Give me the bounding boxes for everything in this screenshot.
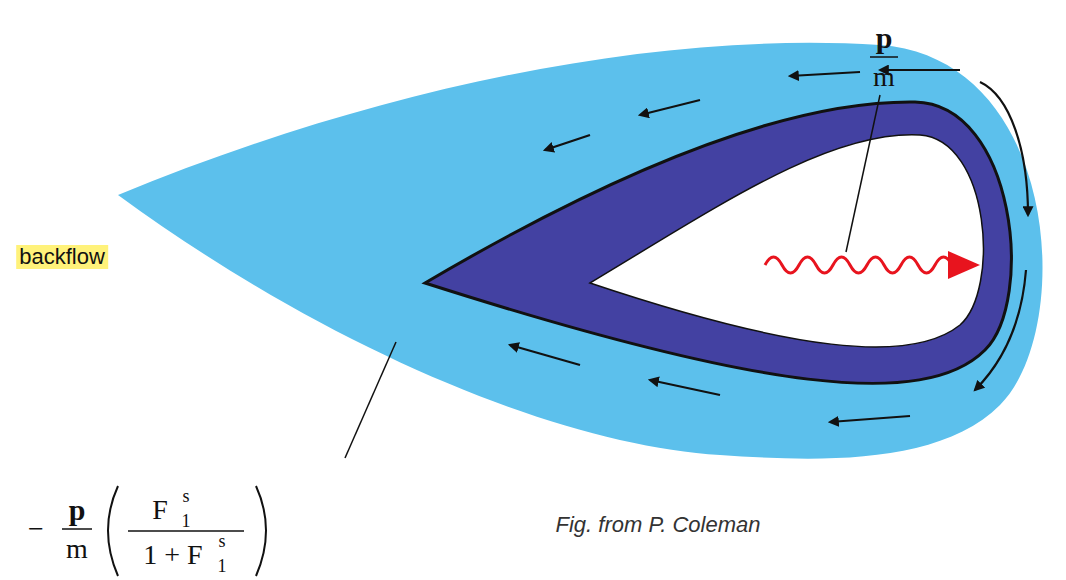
fraction-bar	[128, 530, 244, 532]
quasiparticle-cloud	[425, 102, 1011, 383]
fraction-bar	[870, 56, 898, 58]
figure-caption: Fig. from P. Coleman	[555, 514, 760, 536]
flow-arrow	[510, 345, 580, 365]
quasiparticle-core	[590, 135, 983, 347]
wavy-arrow	[765, 257, 952, 273]
backflow-region	[118, 43, 1043, 459]
landau-parameter: F	[152, 496, 168, 524]
minus-sign: −	[28, 515, 44, 543]
subscript: 1	[182, 512, 191, 530]
leader-line	[345, 342, 396, 458]
parenthesis	[256, 486, 266, 576]
flow-arrow	[650, 380, 720, 395]
wavy-arrow-head	[948, 251, 980, 279]
flow-arrow	[790, 72, 860, 76]
subscript: 1	[218, 557, 227, 575]
denominator: 1 + F	[143, 541, 202, 569]
flow-arrow	[975, 270, 1026, 390]
superscript: s	[218, 532, 225, 550]
parenthesis	[108, 486, 118, 576]
backflow-label: backflow	[16, 245, 108, 269]
momentum-symbol: p	[876, 23, 893, 53]
momentum-symbol: p	[69, 495, 86, 525]
superscript: s	[182, 487, 189, 505]
flow-arrow	[545, 135, 590, 150]
flow-arrow	[980, 82, 1028, 215]
mass-symbol: m	[873, 63, 895, 91]
leader-line	[846, 95, 880, 252]
flow-arrow	[830, 416, 910, 422]
flow-arrow	[640, 100, 700, 115]
fraction-bar	[62, 528, 92, 530]
mass-symbol: m	[66, 535, 88, 563]
flow-arrows	[510, 70, 1028, 422]
